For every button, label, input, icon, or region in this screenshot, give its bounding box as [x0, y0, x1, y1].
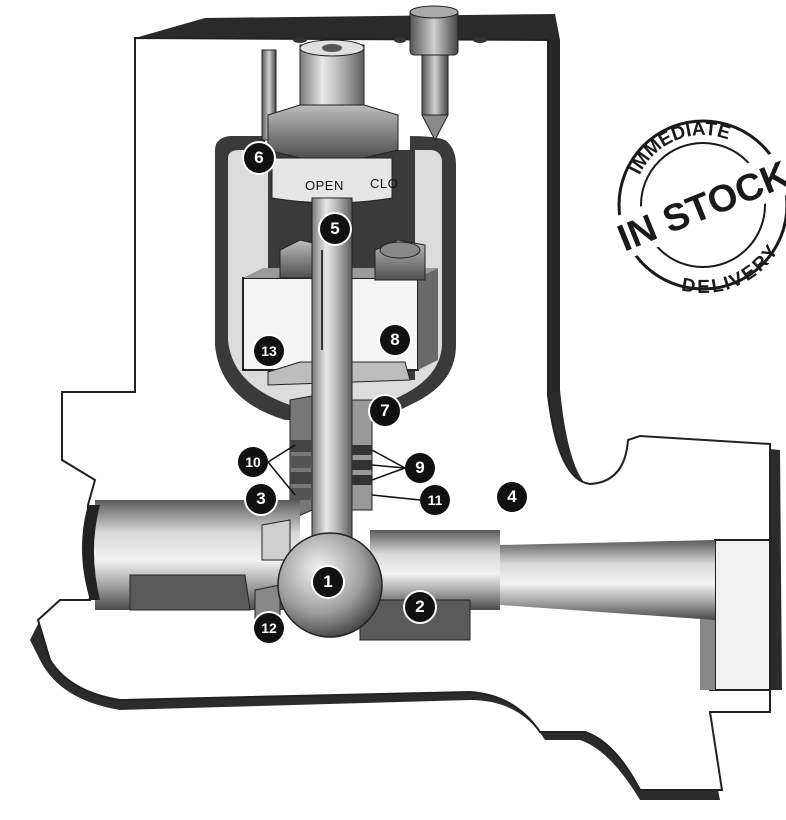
- callout-1: 1: [313, 567, 343, 597]
- scale-open-label: OPEN: [305, 178, 344, 193]
- callout-5: 5: [320, 214, 350, 244]
- callout-13: 13: [254, 336, 284, 366]
- callout-2: 2: [405, 592, 435, 622]
- callout-4: 4: [497, 482, 527, 512]
- svg-text:DELIVERY: DELIVERY: [673, 237, 786, 312]
- callout-7: 7: [370, 396, 400, 426]
- callout-6: 6: [244, 143, 274, 173]
- callout-11: 11: [420, 485, 450, 515]
- scale-close-label: CLO: [370, 176, 398, 191]
- flow-bore: [81, 500, 715, 641]
- svg-text:IMMEDIATE: IMMEDIATE: [617, 103, 739, 183]
- callout-10: 10: [238, 447, 268, 477]
- top-bolt: [409, 5, 459, 142]
- stamp-bottom-text: DELIVERY: [673, 237, 786, 312]
- in-stock-stamp: IMMEDIATE DELIVERY IN STOCK: [609, 103, 786, 312]
- valve-stem: OPEN CLO: [267, 39, 399, 549]
- callout-9: 9: [405, 453, 435, 483]
- stamp-top-text: IMMEDIATE: [617, 103, 739, 183]
- callout-8: 8: [380, 325, 410, 355]
- callout-12: 12: [254, 613, 284, 643]
- callout-3: 3: [246, 484, 276, 514]
